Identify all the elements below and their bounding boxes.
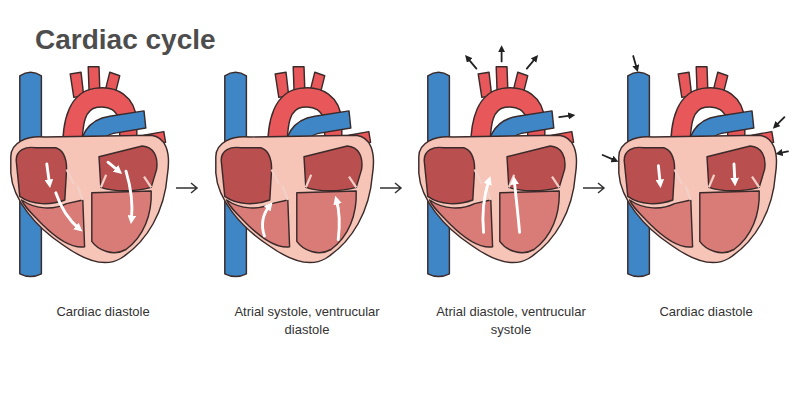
outflow-arrows [467,49,571,117]
stage-caption: Cardiac diastole [616,303,796,321]
sequence-arrows [176,183,604,193]
stage-caption: Atrial systole, ventrucular diastole [217,303,397,339]
diagram-title: Cardiac cycle [35,24,216,56]
heart-drawing [419,67,577,277]
heart-drawing [619,67,777,277]
stage-caption: Atrial diastole, ventrucular systole [421,303,601,339]
heart-drawing [216,67,374,277]
inflow-arrows [603,56,788,160]
flow-arrows [483,180,520,232]
flow-arrows [47,162,132,229]
heart-drawing [11,67,169,277]
flow-arrows [263,200,340,240]
stage-caption: Cardiac diastole [13,303,193,321]
flow-arrows [658,164,735,184]
